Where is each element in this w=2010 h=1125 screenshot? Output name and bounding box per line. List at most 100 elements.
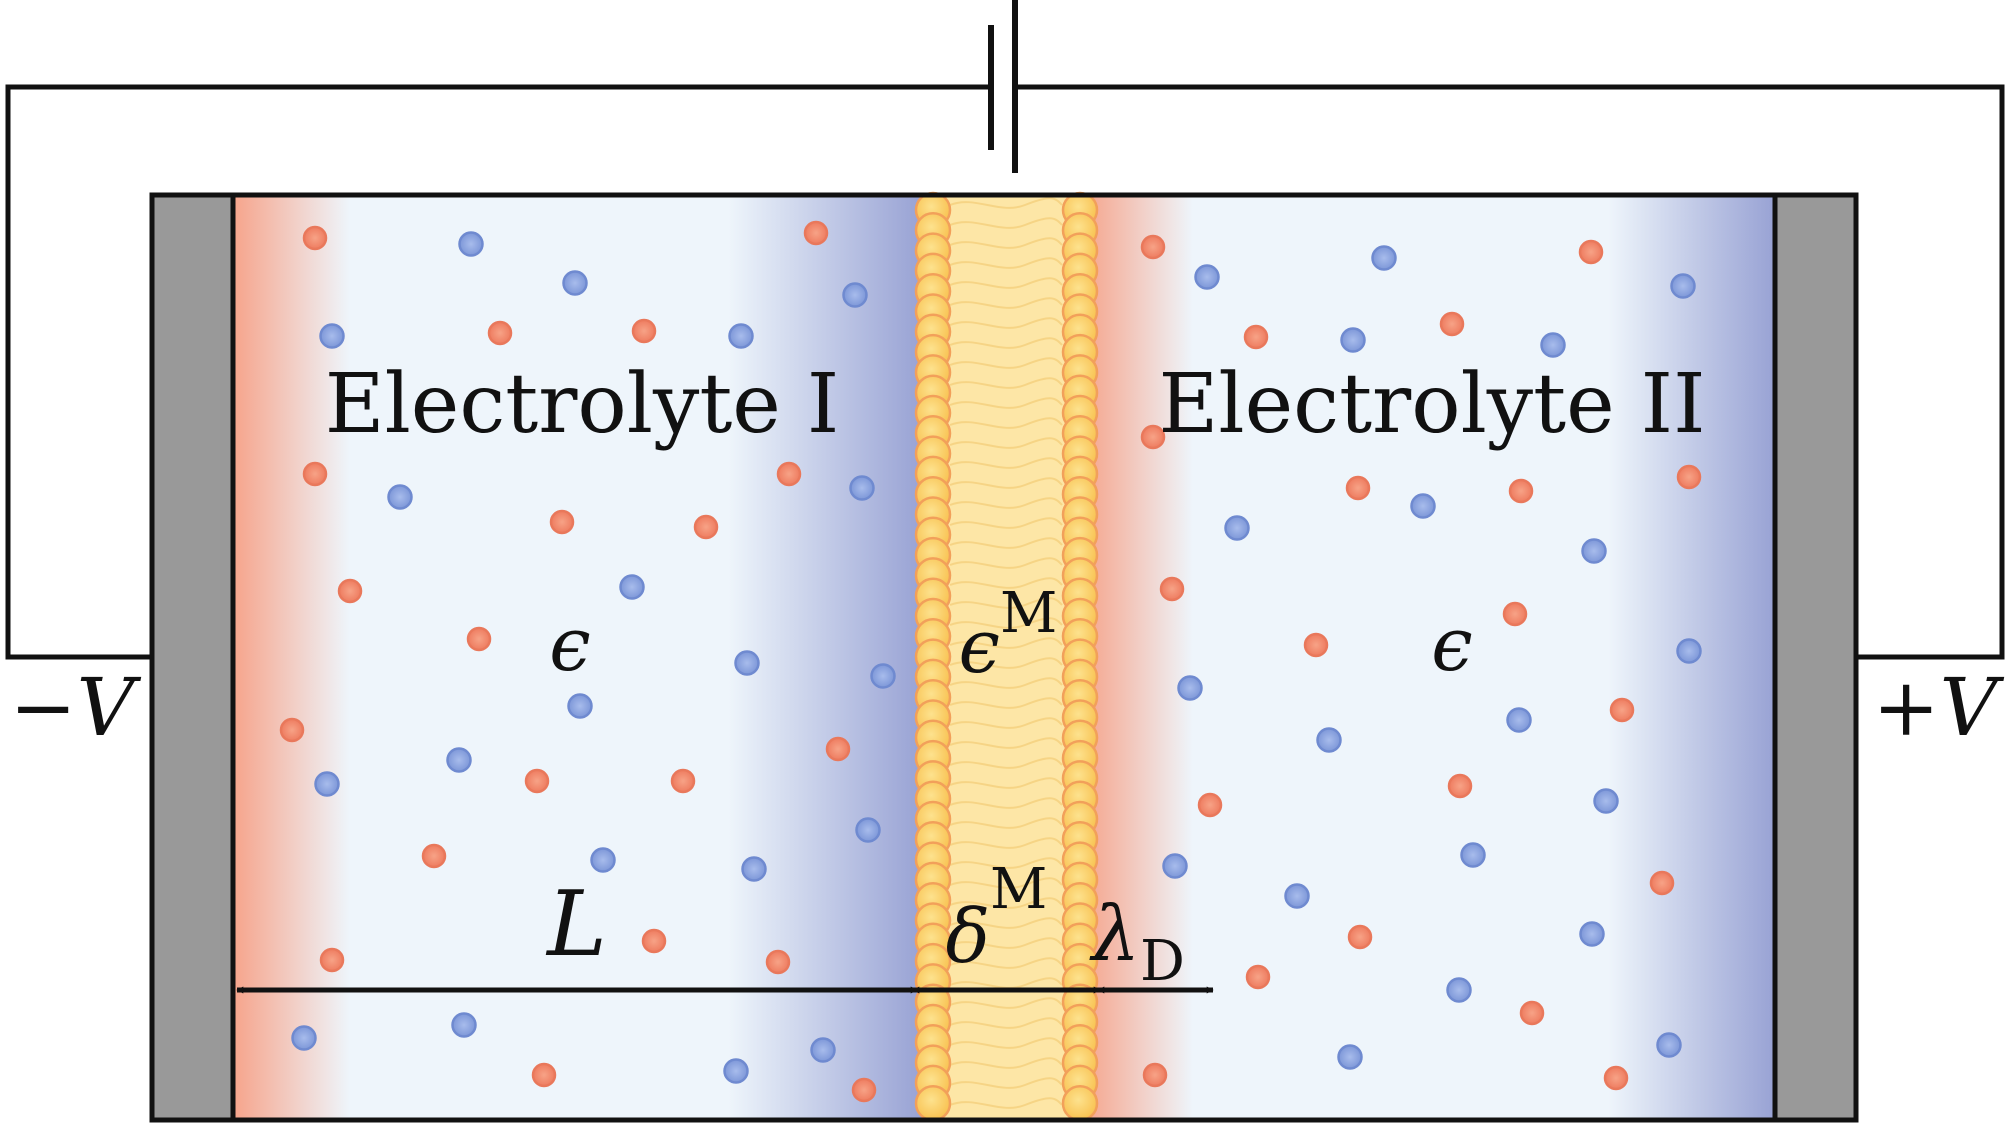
epsilon-left-label: ϵ [549, 602, 590, 688]
electrolyte-left-region [232, 195, 922, 1120]
anion-ion [842, 282, 868, 308]
cation-ion [487, 320, 513, 346]
lipid-tail [949, 697, 1063, 709]
electrode-left [149, 192, 236, 1123]
anion-ion [562, 270, 588, 296]
lipid-tail [949, 837, 1063, 849]
debye-length-label: λ D [1089, 889, 1185, 994]
anion-ion [451, 1012, 477, 1038]
battery-icon [988, 0, 1018, 173]
cation-ion [1502, 601, 1528, 627]
lipid-tail [949, 497, 1063, 509]
lipid-tail [949, 417, 1063, 429]
lipid-tail [949, 737, 1063, 749]
svg-text:ϵ: ϵ [959, 604, 1000, 690]
anion-ion [1194, 264, 1220, 290]
lipid-head [914, 1084, 952, 1122]
voltage-right-label: +V [1873, 661, 2005, 754]
lipid-tail [949, 237, 1063, 249]
cation-ion [302, 461, 328, 487]
cell-border [149, 192, 1859, 1123]
lipid-tail [949, 197, 1063, 209]
lipid-tail [949, 317, 1063, 329]
lipid-tail [949, 397, 1063, 409]
cation-ion [776, 461, 802, 487]
lipid-tail [949, 857, 1063, 869]
anion-ion [1676, 638, 1702, 664]
anion-ion [1593, 788, 1619, 814]
anion-ion [1371, 245, 1397, 271]
electrolyte-right-label: Electrolyte II [1159, 357, 1706, 452]
lipid-tail [949, 597, 1063, 609]
lipid-tail [949, 877, 1063, 889]
cation-ion [693, 514, 719, 540]
length-label: L [545, 872, 607, 977]
lipid-tail [949, 1077, 1063, 1089]
anion-ion [734, 650, 760, 676]
anion-ion [1316, 727, 1342, 753]
anion-ion [1162, 853, 1188, 879]
lipid-tail [949, 577, 1063, 589]
lipid-tail [949, 617, 1063, 629]
lipid-tail [949, 977, 1063, 989]
cation-ion [825, 736, 851, 762]
cation-ion [1243, 324, 1269, 350]
cation-ion [421, 843, 447, 869]
cation-ion [1447, 773, 1473, 799]
cation-ion [765, 949, 791, 975]
anion-ion [1670, 273, 1696, 299]
cation-ion [1345, 475, 1371, 501]
lipid-tail [949, 437, 1063, 449]
cation-ion [1508, 478, 1534, 504]
cation-ion [670, 768, 696, 794]
lipid-tail [949, 337, 1063, 349]
lipid-tail [949, 217, 1063, 229]
lipid-tail [949, 537, 1063, 549]
cation-ion [1609, 697, 1635, 723]
lipid-tail [949, 1097, 1063, 1109]
anion-ion [870, 663, 896, 689]
cation-ion [803, 220, 829, 246]
cation-ion [319, 947, 345, 973]
anion-ion [314, 771, 340, 797]
lipid-tail [949, 757, 1063, 769]
cation-ion [524, 768, 550, 794]
lipid-tail [949, 677, 1063, 689]
lipid-tail [949, 557, 1063, 569]
epsilon-right-label: ϵ [1431, 602, 1472, 688]
lipid-tail [949, 257, 1063, 269]
lipid-tail [949, 777, 1063, 789]
anion-ion [1581, 538, 1607, 564]
anion-ion [849, 475, 875, 501]
electrode-right [1772, 192, 1859, 1123]
cation-ion [302, 225, 328, 251]
anion-ion [1177, 675, 1203, 701]
lipid-tail [949, 1037, 1063, 1049]
anion-ion [567, 693, 593, 719]
lipid-tail [949, 637, 1063, 649]
anion-ion [1337, 1044, 1363, 1070]
cation-ion [337, 578, 363, 604]
svg-text:δ: δ [945, 894, 990, 980]
anion-ion [1506, 707, 1532, 733]
anion-ion [319, 323, 345, 349]
lipid-tail [949, 657, 1063, 669]
lipid-tail [949, 297, 1063, 309]
svg-text:M: M [1000, 581, 1057, 646]
anion-ion [1446, 977, 1472, 1003]
ions-layer [279, 220, 1702, 1103]
anion-ion [855, 817, 881, 843]
cation-ion [1245, 964, 1271, 990]
anion-ion [291, 1025, 317, 1051]
cation-ion [1140, 234, 1166, 260]
anion-ion [1540, 332, 1566, 358]
lipid-tail [949, 917, 1063, 929]
svg-text:λ: λ [1089, 889, 1140, 978]
anion-ion [1460, 842, 1486, 868]
cation-ion [851, 1077, 877, 1103]
cation-ion [1142, 1062, 1168, 1088]
cation-ion [1347, 924, 1373, 950]
lipid-tail [949, 277, 1063, 289]
lipid-tail [949, 457, 1063, 469]
